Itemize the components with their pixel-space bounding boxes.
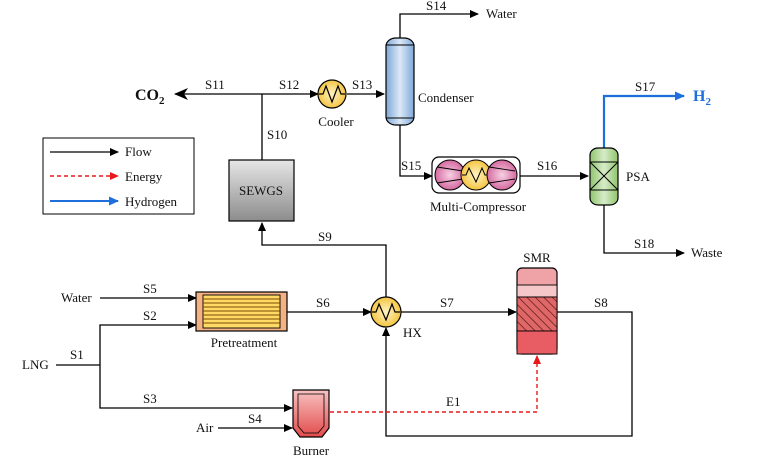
label-s2: S2 [143,308,157,323]
label-water-in: Water [61,290,92,305]
legend-flow-label: Flow [125,144,152,159]
label-lng: LNG [22,357,49,372]
stream-s18-line [603,205,685,257]
label-s14: S14 [426,0,447,13]
label-s12: S12 [279,77,299,92]
label-s8: S8 [594,295,608,310]
label-cooler: Cooler [318,114,354,129]
label-multi-compressor: Multi-Compressor [430,199,527,214]
label-co2-main: CO [135,87,159,104]
label-s15: S15 [401,158,421,173]
label-e1: E1 [446,394,460,409]
stream-s8-line [382,311,633,437]
multi-compressor-unit [431,156,521,194]
label-air: Air [196,420,214,435]
label-condenser: Condenser [418,90,474,105]
stream-s14-line [399,10,479,38]
label-co2: CO2 [135,87,165,107]
label-hx: HX [403,325,422,340]
stream-s17-line [602,91,685,148]
label-s16: S16 [537,158,558,173]
burner-unit [292,389,330,438]
label-s4: S4 [248,411,262,426]
label-s5: S5 [143,281,157,296]
cooler-unit [317,79,347,109]
legend-energy-label: Energy [125,169,163,184]
stream-s3-line [99,365,293,412]
pretreatment-unit [195,291,288,332]
label-s18: S18 [634,236,654,251]
condenser-unit [385,37,415,126]
label-sewgs: SEWGS [239,183,283,198]
label-s9: S9 [318,229,332,244]
energy-e1-line [330,355,541,413]
sewgs-unit [228,159,295,222]
label-s6: S6 [316,295,330,310]
label-pretreatment: Pretreatment [211,335,278,350]
label-smr: SMR [523,250,551,265]
stream-s15-line [399,125,433,180]
hx-unit [370,296,402,328]
psa-unit [589,147,619,206]
label-psa: PSA [626,169,650,184]
label-s7: S7 [440,295,454,310]
legend: Flow Energy Hydrogen [42,137,195,215]
stream-s9-line [258,222,387,298]
smr-unit [516,267,558,355]
label-h2-main: H [693,88,706,105]
label-s10: S10 [267,127,287,142]
label-s1: S1 [70,347,84,362]
label-s17: S17 [635,79,656,94]
label-s11: S11 [205,77,225,92]
label-water-out: Water [486,6,517,21]
legend-hydrogen-label: Hydrogen [125,194,177,209]
label-s13: S13 [352,77,372,92]
label-h2-sub: 2 [705,96,711,108]
stream-s2-line [99,321,197,365]
label-waste: Waste [691,245,723,260]
label-burner: Burner [293,443,330,458]
label-h2: H2 [693,88,711,108]
label-co2-sub: 2 [159,95,165,107]
label-s3: S3 [143,391,157,406]
